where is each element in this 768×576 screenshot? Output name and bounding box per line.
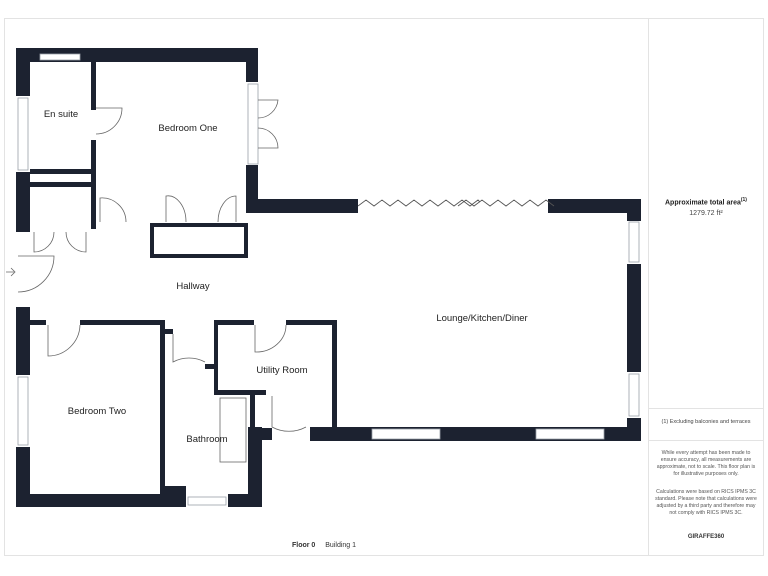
wall — [248, 427, 262, 507]
wall — [214, 320, 254, 325]
wall — [246, 199, 358, 213]
door-swing — [95, 107, 123, 135]
wall — [165, 329, 173, 334]
bath-outline — [219, 397, 247, 463]
entrance-arrow-icon — [6, 267, 16, 277]
door-swing — [33, 231, 55, 253]
exclusion-note: (1) Excluding balconies and terraces — [661, 419, 751, 425]
wall — [262, 428, 272, 440]
door-swing — [257, 99, 279, 119]
wall — [91, 182, 96, 229]
area-title-text: Approximate total area — [665, 199, 741, 207]
wall — [244, 223, 248, 258]
door-swings — [17, 99, 307, 432]
room-label-en-suite: En suite — [44, 109, 78, 120]
window — [628, 221, 640, 263]
area-title: Approximate total area(1) — [652, 197, 760, 206]
wall — [150, 223, 154, 258]
wall — [548, 199, 641, 213]
calculation-note: Calculations were based on RICS IPMS 3C … — [655, 489, 757, 516]
building-label: Building 1 — [325, 542, 357, 549]
wall — [627, 199, 641, 221]
door-swing — [271, 396, 307, 432]
door-swing — [165, 195, 187, 223]
window — [17, 97, 29, 171]
wall — [150, 254, 248, 258]
door-swing — [47, 324, 81, 357]
wall — [16, 307, 30, 375]
room-label-hallway: Hallway — [176, 281, 210, 292]
wall — [91, 62, 96, 110]
wall — [246, 48, 258, 82]
wall — [150, 223, 248, 227]
bifold-door-left — [357, 199, 481, 207]
door-swing — [99, 197, 127, 223]
brand-suffix: 360 — [714, 534, 725, 540]
door-swing — [217, 195, 237, 223]
window — [17, 376, 29, 446]
door-swing — [254, 324, 287, 353]
wall — [91, 140, 96, 188]
floor-label: Floor 0 — [291, 542, 316, 549]
room-label-bathroom: Bathroom — [186, 434, 227, 445]
plan-frame — [4, 18, 764, 556]
wall — [332, 320, 337, 441]
info-panel — [648, 18, 764, 556]
wall — [627, 264, 641, 372]
door-swing — [17, 255, 55, 293]
window — [187, 496, 227, 506]
wall — [30, 169, 94, 174]
wall — [214, 390, 266, 395]
divider — [648, 408, 764, 409]
wall — [16, 494, 186, 507]
door-swing — [172, 334, 206, 363]
wall — [16, 172, 30, 232]
divider — [648, 440, 764, 441]
room-label-utility-room: Utility Room — [256, 365, 307, 376]
bifold-doors — [357, 199, 555, 207]
area-title-footnote: (1) — [740, 197, 747, 203]
wall — [286, 320, 336, 325]
door-swing — [65, 231, 87, 253]
wall — [250, 390, 255, 440]
windows — [17, 53, 640, 506]
room-label-bedroom-one: Bedroom One — [158, 123, 217, 134]
wall — [16, 48, 30, 96]
disclaimer-text: While every attempt has been made to ens… — [656, 450, 756, 477]
wall — [80, 320, 164, 325]
wall — [160, 320, 165, 500]
wall — [30, 182, 95, 187]
window — [628, 373, 640, 417]
wall — [30, 320, 46, 325]
wall — [164, 486, 186, 494]
brand-logo: GIRAFFE360 — [652, 534, 760, 540]
floor-footer: Floor 0 Building 1 — [0, 542, 648, 549]
window — [39, 53, 81, 61]
room-label-bedroom-two: Bedroom Two — [68, 406, 126, 417]
room-label-lounge: Lounge/Kitchen/Diner — [436, 313, 527, 324]
wall — [16, 447, 30, 507]
area-value: 1279.72 ft² — [689, 210, 723, 217]
brand-name: GIRAFFE — [687, 534, 715, 540]
bifold-door-right — [457, 199, 555, 207]
door-swing — [257, 127, 279, 149]
window — [371, 428, 441, 440]
wall — [214, 320, 218, 395]
window — [247, 83, 259, 165]
window — [535, 428, 605, 440]
wall — [205, 364, 217, 369]
